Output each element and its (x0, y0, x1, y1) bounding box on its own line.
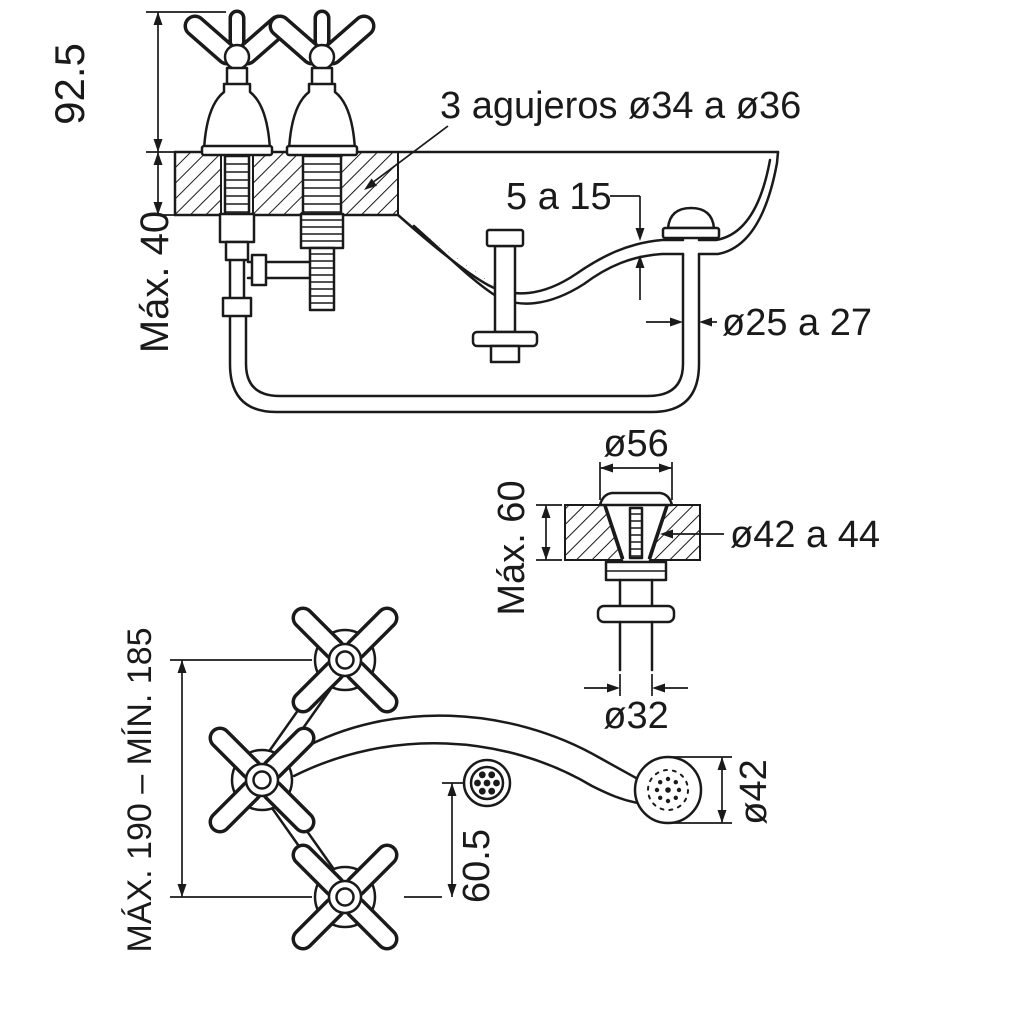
deck-hatch-mid (252, 151, 304, 216)
side-section-view: 92.5 Máx. 40 3 agujeros ø34 a ø36 5 a 15… (46, 9, 872, 414)
handle-bell (287, 82, 357, 152)
handle-left-side (183, 9, 291, 157)
drain-deck-hatch-right (648, 504, 701, 561)
dim-tail-diameter: ø32 (584, 674, 688, 737)
spout-flange (471, 330, 539, 348)
dim-drain-offset: 60.5 (404, 782, 498, 903)
dim-handle-height: 92.5 Máx. 40 (46, 11, 226, 353)
basin-slope-hatch (398, 215, 520, 304)
spout-aerator (633, 755, 703, 825)
dim-hole-diameter: ø42 a 44 (660, 514, 880, 556)
dim-max-deck-label: Máx. 60 (491, 480, 533, 615)
dim-tailpipe-diameter: ø25 a 27 (646, 302, 872, 344)
dim-holes-callout: 3 agujeros ø34 a ø36 (364, 85, 801, 190)
dim-hole-diameter-label: ø42 a 44 (730, 514, 880, 556)
plan-view: MÁX. 190 – MÍN. 185 60.5 ø42 (121, 606, 775, 953)
bowl-outer-left (412, 224, 685, 305)
hose-inner (244, 252, 685, 398)
hose-nut (221, 296, 253, 318)
dim-flange-diameter: ø56 (599, 423, 673, 500)
popup-drain-side (661, 206, 721, 240)
dim-drain-offset-label: 60.5 (456, 829, 498, 903)
handle-bell (202, 82, 272, 152)
bowl-outer-right (697, 150, 780, 256)
handle-bottom-plan (291, 843, 399, 951)
drain-washer (596, 604, 676, 624)
dim-rim-thickness-label: 5 a 15 (506, 176, 612, 218)
drain-flange (661, 226, 721, 240)
dim-aerator-diameter: ø42 (670, 756, 775, 825)
drain-flange-dome (598, 491, 674, 507)
spout-lower-edge (292, 742, 640, 805)
dim-tail-diameter-label: ø32 (603, 695, 668, 737)
dim-max-deck: Máx. 60 (491, 480, 562, 616)
center-valve-body (299, 212, 345, 250)
left-valve-body (218, 212, 256, 244)
drain-strainer-plan (462, 758, 512, 808)
spout-upper-edge (298, 714, 654, 789)
outlet-nut (250, 253, 268, 287)
dim-tailpipe-label: ø25 a 27 (722, 302, 872, 344)
drain-stem (628, 506, 644, 560)
bowl-inner-right (697, 158, 772, 242)
drain-deck-hatch-left (564, 504, 624, 561)
hose-outer (228, 252, 701, 414)
drain-cap (666, 206, 716, 230)
center-valve-tail (308, 246, 336, 312)
handle-top-plan (291, 606, 399, 714)
handle-middle-plan (208, 726, 316, 834)
handle-flange (200, 144, 274, 157)
handle-flange (285, 144, 359, 157)
dim-aerator-diameter-label: ø42 (733, 759, 775, 824)
dim-handle-height-label: 92.5 (46, 43, 93, 125)
dim-centers: MÁX. 190 – MÍN. 185 (121, 627, 312, 953)
dim-rim-thickness: 5 a 15 (506, 176, 645, 300)
dim-holes-label: 3 agujeros ø34 a ø36 (440, 85, 801, 127)
spout-assembly-side (471, 228, 539, 364)
dim-flange-diameter-label: ø56 (603, 423, 668, 465)
handle-right-side (268, 9, 376, 157)
deck-hatch-left (174, 151, 222, 216)
drain-section-view: ø56 Máx. 60 ø42 a 44 ø32 (491, 423, 880, 737)
dim-centers-label: MÁX. 190 – MÍN. 185 (121, 627, 159, 952)
handle-hub (308, 43, 336, 71)
handle-hub (223, 43, 251, 71)
spout-nut (489, 344, 521, 364)
dim-deck-thickness-label: Máx. 40 (133, 211, 177, 353)
